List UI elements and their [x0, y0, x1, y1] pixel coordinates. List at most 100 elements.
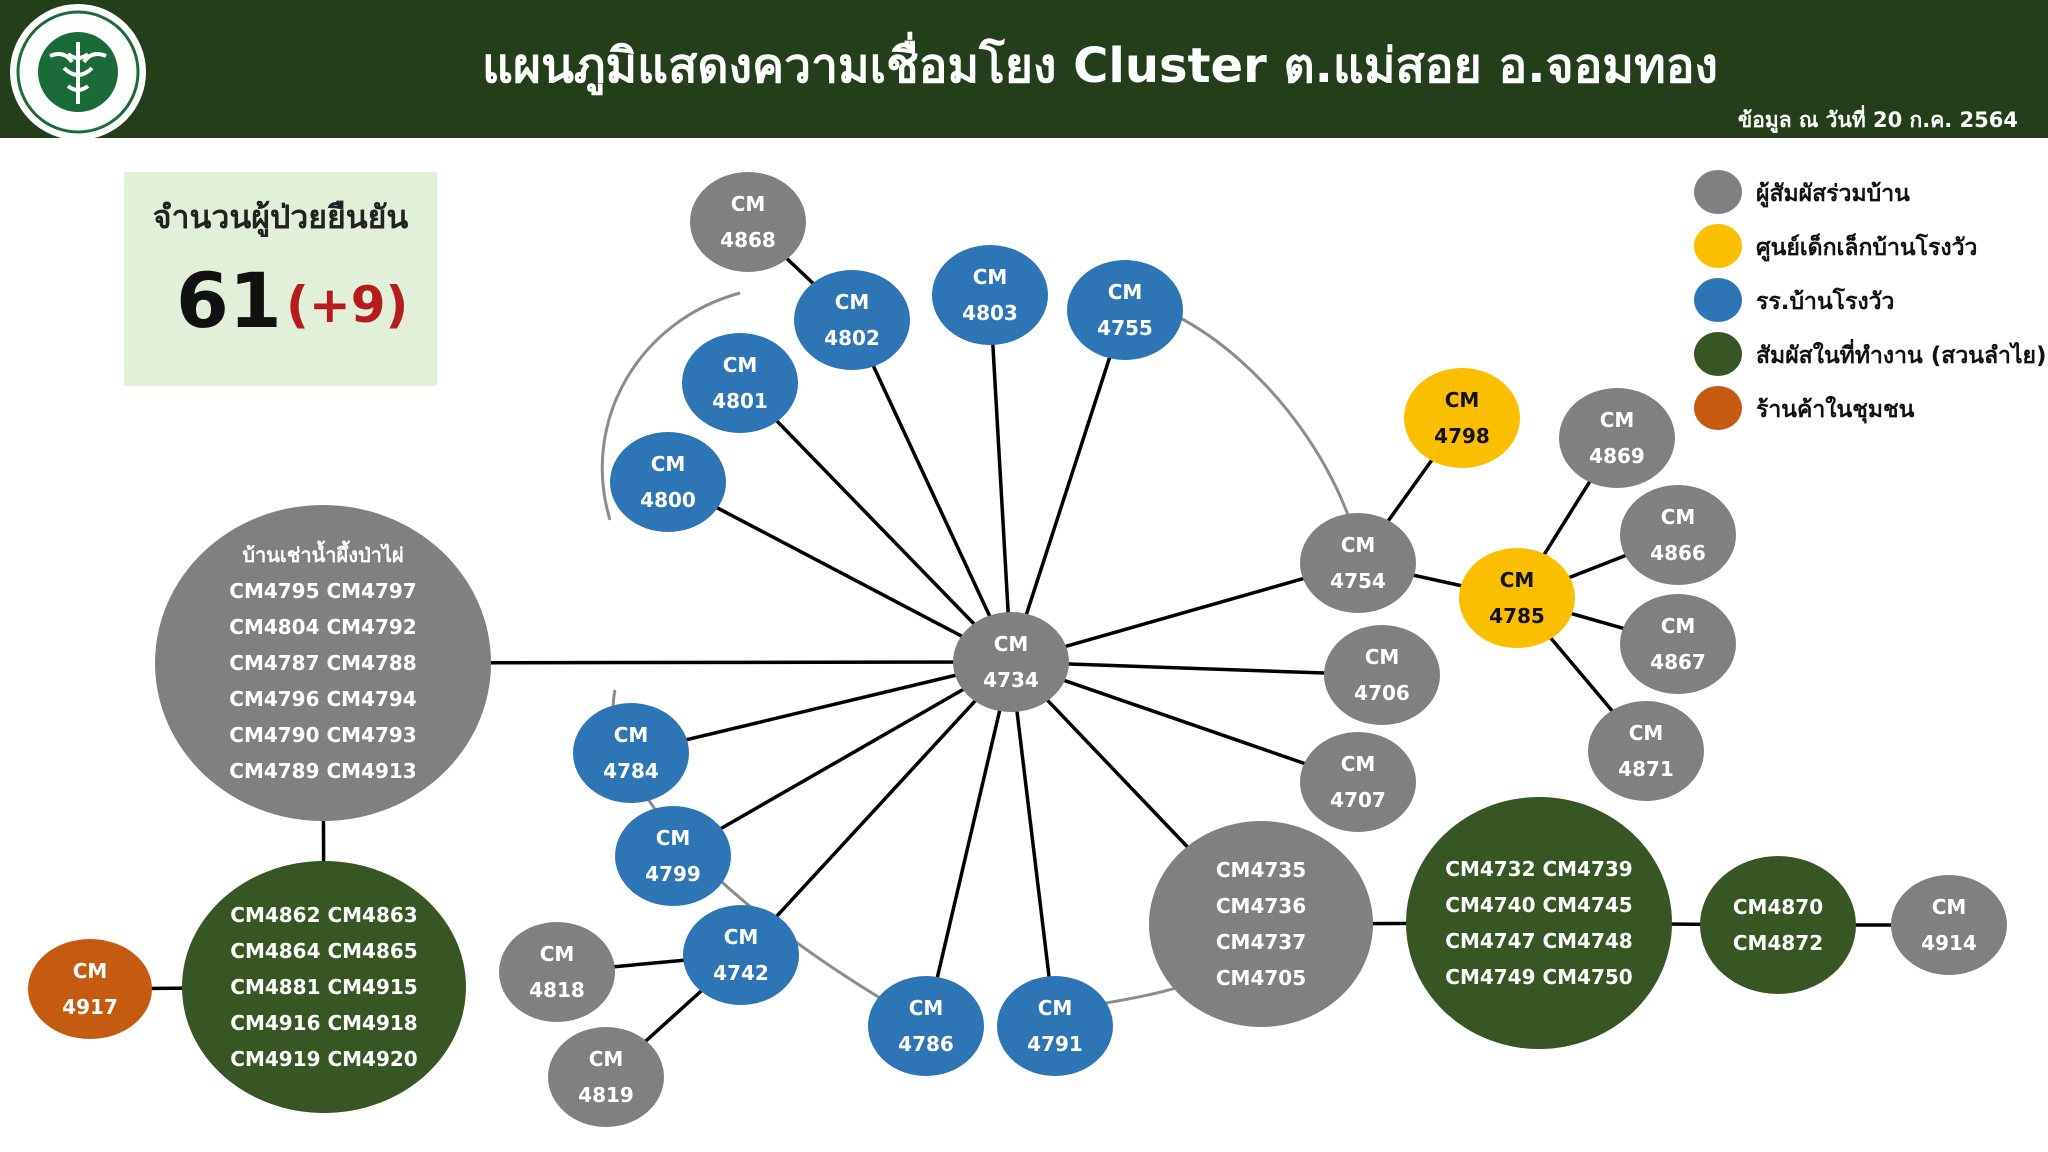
- node-label-4799-0: CM: [656, 826, 691, 850]
- node-rental: บ้านเช่าน้ำผึ้งป่าไผ่CM4795 CM4797CM4804…: [155, 505, 491, 821]
- node-label-4917-0: CM: [73, 959, 108, 983]
- node-circle-4869: [1559, 388, 1675, 488]
- school-ring: [600, 291, 1350, 1012]
- node-4786: CM 4786: [868, 976, 984, 1076]
- node-circle-rental: [155, 505, 491, 821]
- node-label-4868-1: 4868: [720, 228, 776, 252]
- node-circle-4734: [953, 612, 1069, 712]
- node-circle-g4732: [1406, 797, 1672, 1049]
- link-4734-4706: [1010, 660, 1383, 677]
- node-label-rental-2: CM4804 CM4792: [229, 615, 416, 639]
- node-circle-4871: [1588, 701, 1704, 801]
- node-label-rental-4: CM4796 CM4794: [229, 687, 416, 711]
- node-circle-4914: [1891, 875, 2007, 975]
- node-label-g4862-3: CM4916 CM4918: [230, 1011, 417, 1035]
- legend-swatch: [1694, 332, 1742, 376]
- node-circle-4785: [1459, 548, 1575, 648]
- legend-label: รร.บ้านโรงวัว: [1756, 289, 1895, 315]
- node-label-g4862-4: CM4919 CM4920: [230, 1047, 417, 1071]
- legend-label: ผู้สัมผัสร่วมบ้าน: [1756, 181, 1910, 207]
- node-circle-4798: [1404, 368, 1520, 468]
- node-circle-4819: [548, 1027, 664, 1127]
- legend-label: ร้านค้าในชุมชน: [1756, 397, 1915, 423]
- node-circle-g4862: [182, 861, 466, 1113]
- node-label-4799-1: 4799: [645, 862, 701, 886]
- node-label-4706-1: 4706: [1354, 681, 1410, 705]
- node-label-4818-1: 4818: [529, 978, 585, 1002]
- link-4734-4800: [667, 480, 1012, 664]
- node-label-g4862-1: CM4864 CM4865: [230, 939, 417, 963]
- node-label-4801-1: 4801: [712, 389, 768, 413]
- node-label-4786-1: 4786: [898, 1032, 954, 1056]
- node-label-4866-0: CM: [1661, 505, 1696, 529]
- node-circle-4917: [28, 939, 152, 1039]
- node-label-4742-0: CM: [724, 925, 759, 949]
- legend-swatch: [1694, 386, 1742, 430]
- node-label-4791-0: CM: [1038, 996, 1073, 1020]
- node-circle-4707: [1300, 732, 1416, 832]
- link-4734-4799: [672, 660, 1012, 858]
- node-circle-4868: [690, 172, 806, 272]
- node-label-4785-1: 4785: [1489, 604, 1545, 628]
- node-label-g4870-1: CM4872: [1733, 931, 1823, 955]
- node-4868: CM 4868: [690, 172, 806, 272]
- node-circle-g4870: [1700, 856, 1856, 994]
- node-circle-4754: [1300, 513, 1416, 613]
- node-circle-4755: [1067, 260, 1183, 360]
- data-date: ข้อมูล ณ วันที่ 20 ก.ค. 2564: [1737, 108, 2018, 132]
- node-circle-4786: [868, 976, 984, 1076]
- node-label-g4735-3: CM4705: [1216, 966, 1306, 990]
- count-delta: (+9): [286, 276, 409, 334]
- node-label-4914-0: CM: [1932, 895, 1967, 919]
- node-label-4754-1: 4754: [1330, 569, 1386, 593]
- legend-item-2: รร.บ้านโรงวัว: [1694, 276, 2048, 324]
- node-label-4734-0: CM: [994, 632, 1029, 656]
- link-4734-4707: [1010, 660, 1359, 784]
- node-label-4871-0: CM: [1629, 721, 1664, 745]
- node-label-4868-0: CM: [731, 192, 766, 216]
- node-label-4867-0: CM: [1661, 614, 1696, 638]
- node-label-g4732-3: CM4749 CM4750: [1445, 965, 1632, 989]
- node-circle-4818: [499, 922, 615, 1022]
- link-4734-4802: [850, 319, 1013, 663]
- node-label-rental-5: CM4790 CM4793: [229, 723, 416, 747]
- node-label-g4735-0: CM4735: [1216, 858, 1306, 882]
- node-label-4786-0: CM: [909, 996, 944, 1020]
- node-4819: CM 4819: [548, 1027, 664, 1127]
- node-label-4819-1: 4819: [578, 1083, 634, 1107]
- node-circle-4784: [573, 703, 689, 803]
- node-label-4754-0: CM: [1341, 533, 1376, 557]
- node-label-4866-1: 4866: [1650, 541, 1706, 565]
- node-label-4819-0: CM: [589, 1047, 624, 1071]
- node-label-4871-1: 4871: [1618, 757, 1674, 781]
- count-total: 61: [176, 256, 282, 345]
- node-label-rental-3: CM4787 CM4788: [229, 651, 416, 675]
- node-4867: CM 4867: [1620, 594, 1736, 694]
- nodes-layer: CM4868CM4802CM4803CM4755CM4801CM4800บ้าน…: [28, 172, 2007, 1127]
- node-label-g4735-2: CM4737: [1216, 930, 1306, 954]
- node-label-4802-1: 4802: [824, 326, 880, 350]
- node-label-rental-0: บ้านเช่าน้ำผึ้งป่าไผ่: [242, 540, 403, 567]
- link-4734-4791: [1009, 661, 1057, 1027]
- node-label-4803-1: 4803: [962, 301, 1018, 325]
- node-circle-4867: [1620, 594, 1736, 694]
- node-label-4707-1: 4707: [1330, 788, 1386, 812]
- node-4866: CM 4866: [1620, 485, 1736, 585]
- node-circle-4800: [610, 432, 726, 532]
- node-label-4867-1: 4867: [1650, 650, 1706, 674]
- node-label-4784-0: CM: [614, 723, 649, 747]
- link-4734-4742: [739, 660, 1013, 957]
